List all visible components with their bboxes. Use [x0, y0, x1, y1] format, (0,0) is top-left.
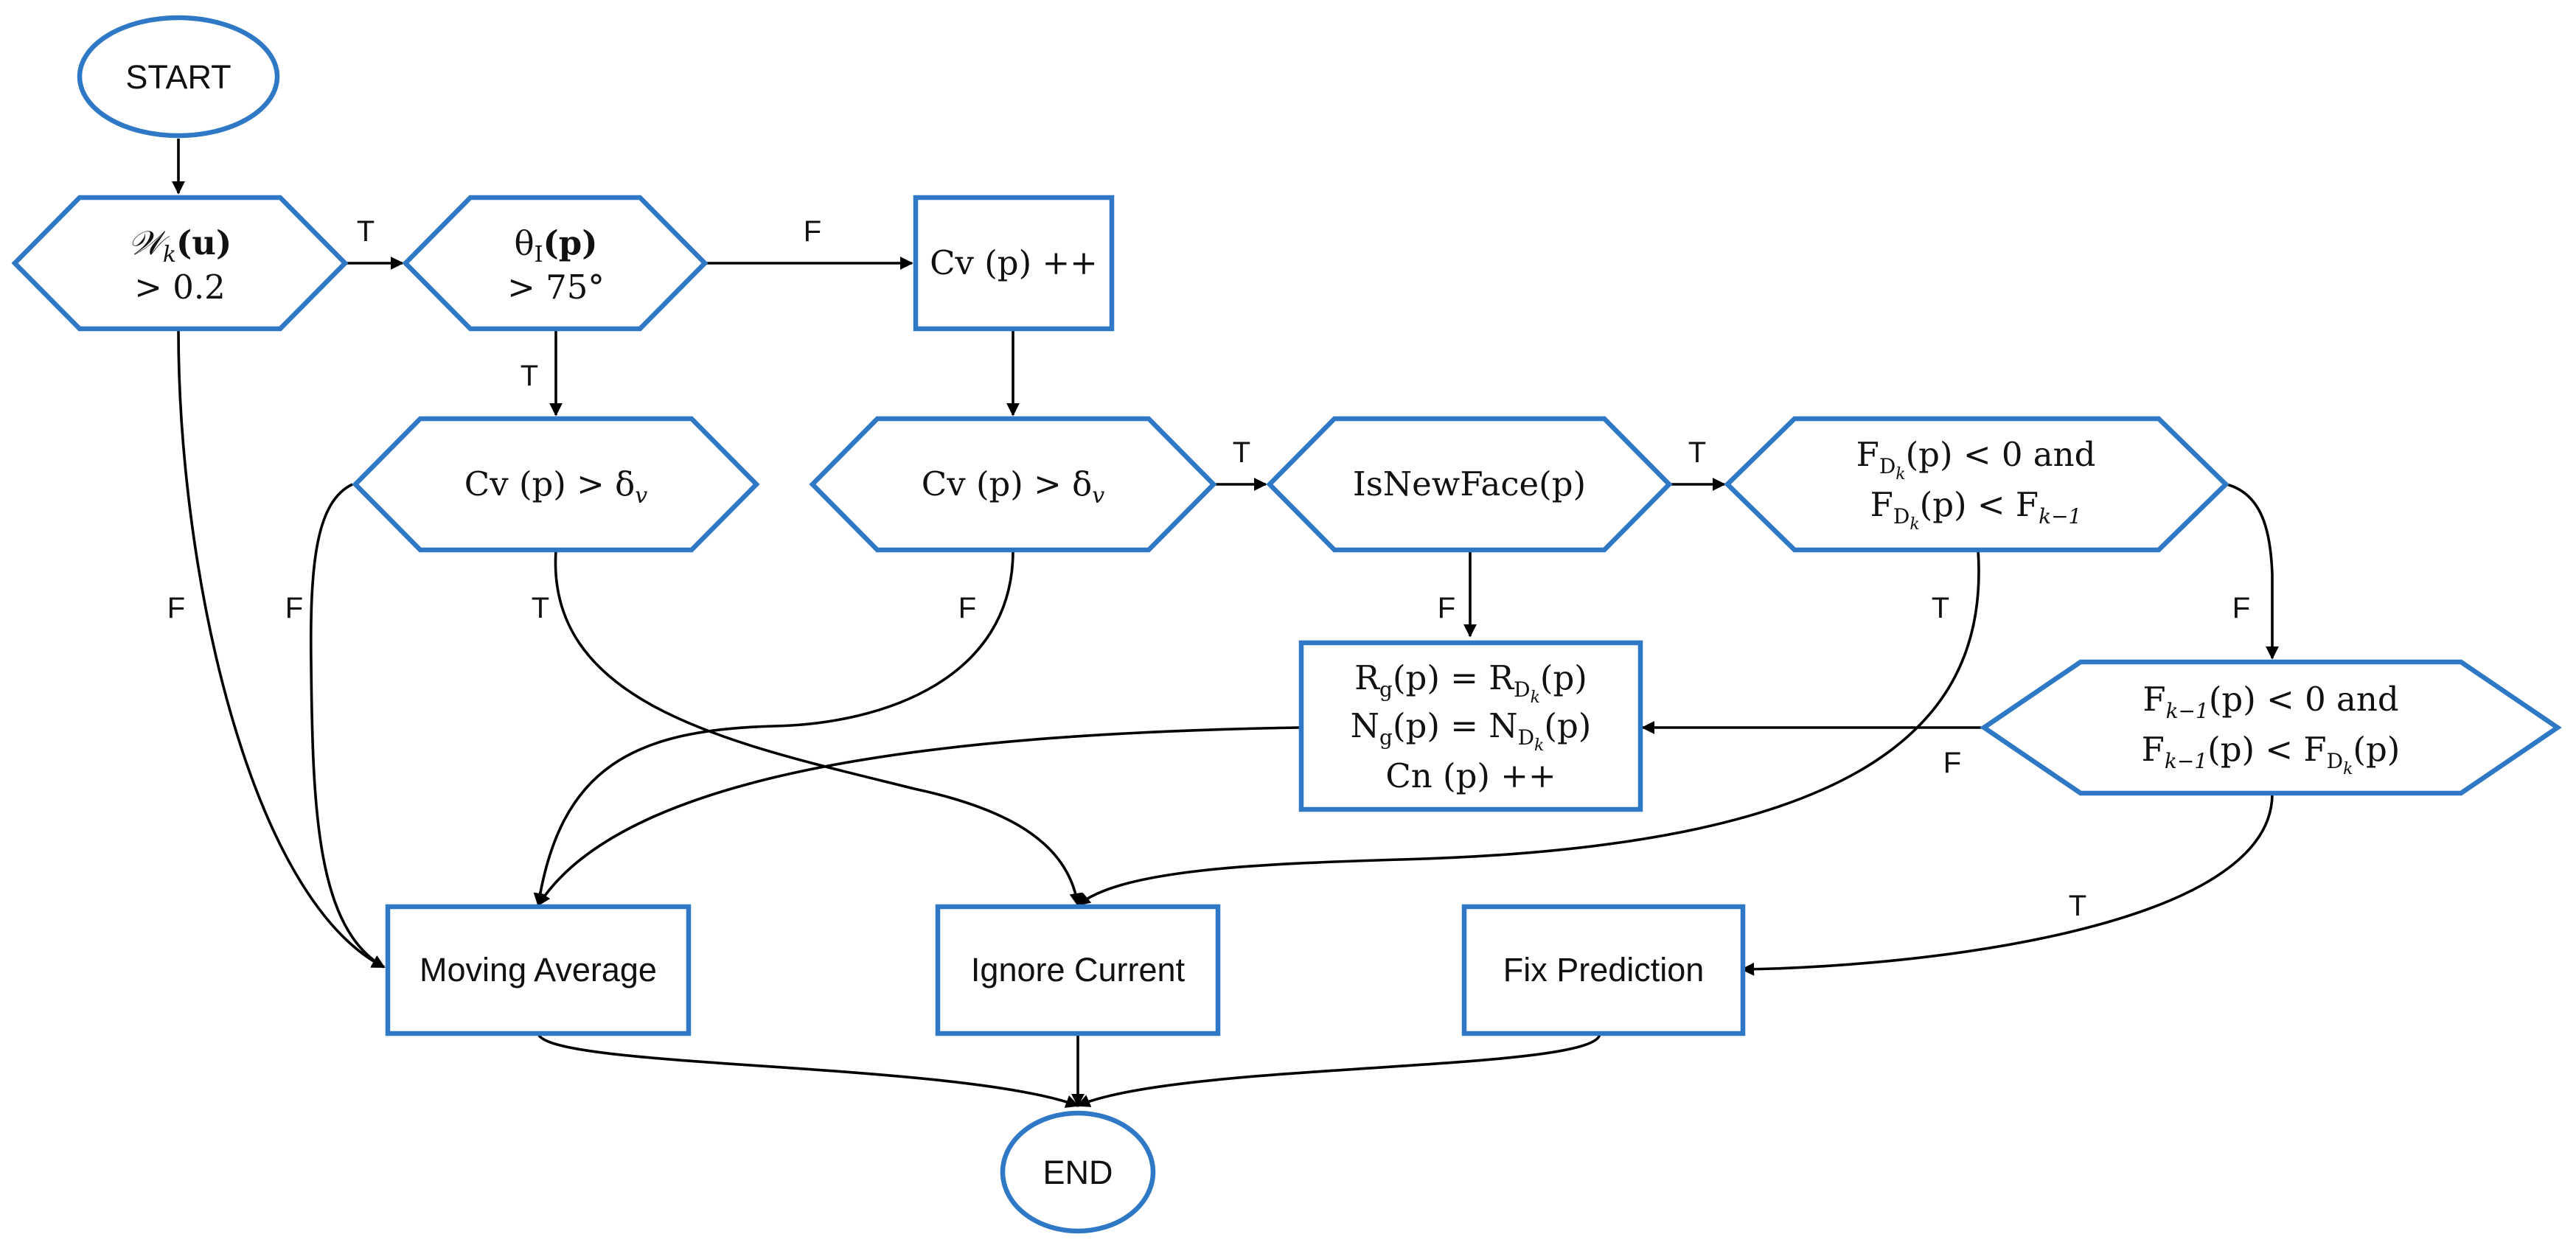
label-fd-fk-false: F — [2232, 592, 2250, 624]
edge-moving-to-end — [537, 1033, 1079, 1108]
cv-increment-label: Cv (p) ++ — [930, 243, 1098, 282]
edge-fix-to-end — [1076, 1033, 1601, 1107]
update-r-line: Rg(p) = RDk(p) — [1354, 658, 1587, 707]
label-fk-update-false: F — [1943, 747, 1961, 779]
edge-fd-to-fk — [2226, 483, 2279, 660]
label-cvmid-newface-true: T — [1233, 436, 1250, 469]
label-weight-moving-false: F — [167, 592, 185, 624]
edge-cvleft-to-moving — [309, 483, 386, 969]
edge-labels: T F T T T F F T F F T F F T — [167, 215, 2250, 922]
ignore-current-terminal: Ignore Current — [935, 904, 1221, 1036]
fk-check-line2: Fk−1(p) < FDk(p) — [2142, 730, 2401, 778]
fix-prediction-label: Fix Prediction — [1503, 951, 1705, 989]
label-cvleft-ignore-true: T — [532, 592, 549, 624]
label-cvmid-moving-false: F — [958, 592, 976, 624]
start-label: START — [125, 58, 231, 96]
fd-check-line1: FDk(p) < 0 and — [1856, 435, 2096, 484]
label-cvleft-moving-false: F — [285, 592, 303, 624]
moving-average-terminal: Moving Average — [385, 904, 692, 1036]
cv-check-mid-label: Cv (p) > δv — [922, 464, 1104, 509]
fd-check-line2: FDk(p) < Fk−1 — [1870, 485, 2082, 534]
fk-check-decision: Fk−1(p) < 0 and Fk−1(p) < FDk(p) — [1980, 659, 2562, 796]
label-fk-fix-true: T — [2069, 890, 2086, 922]
update-n-line: Ng(p) = NDk(p) — [1351, 706, 1592, 755]
cv-check-left-label: Cv (p) > δv — [464, 464, 647, 509]
cv-check-mid-decision: Cv (p) > δv — [809, 416, 1217, 553]
ignore-current-label: Ignore Current — [971, 951, 1186, 989]
is-new-face-label: IsNewFace(p) — [1353, 464, 1586, 503]
fk-check-line1: Fk−1(p) < 0 and — [2142, 680, 2398, 723]
edge-fd-to-ignore — [1076, 550, 1980, 907]
label-weight-angle-true: T — [357, 215, 375, 248]
fix-prediction-terminal: Fix Prediction — [1461, 904, 1746, 1036]
angle-check-line2: > 75° — [507, 268, 605, 307]
label-newface-update-false: F — [1438, 592, 1455, 624]
edge-cvmid-to-moving — [533, 550, 1014, 907]
cv-increment-process: Cv (p) ++ — [913, 195, 1115, 332]
angle-check-line1: θI(p) — [514, 223, 597, 268]
edge-fk-to-fix — [1741, 793, 2274, 976]
label-newface-fd-true: T — [1688, 436, 1706, 469]
weight-check-line1: 𝒲k(u) — [128, 223, 232, 268]
start-node: START — [77, 15, 280, 139]
is-new-face-decision: IsNewFace(p) — [1266, 416, 1673, 553]
end-label: END — [1042, 1154, 1113, 1191]
cv-check-left-decision: Cv (p) > δv — [352, 416, 760, 553]
weight-check-line2: > 0.2 — [134, 268, 226, 307]
weight-check-decision: 𝒲k(u) > 0.2 — [11, 195, 349, 332]
fd-check-decision: FDk(p) < 0 and FDk(p) < Fk−1 — [1724, 416, 2229, 553]
moving-average-label: Moving Average — [420, 951, 657, 989]
update-process: Rg(p) = RDk(p) Ng(p) = NDk(p) Cn (p) ++ — [1298, 640, 1643, 812]
edge-update-to-moving — [537, 726, 1301, 907]
angle-check-decision: θI(p) > 75° — [402, 195, 709, 332]
edges — [172, 139, 2279, 1108]
update-cn-line: Cn (p) ++ — [1385, 756, 1556, 795]
label-angle-cvinc-false: F — [804, 215, 821, 248]
end-node: END — [1000, 1110, 1156, 1234]
edge-weight-to-moving — [177, 329, 386, 969]
label-angle-cvleft-true: T — [521, 360, 538, 392]
edge-cvleft-to-ignore — [554, 550, 1083, 907]
label-fd-ignore-true: T — [1932, 592, 1949, 624]
